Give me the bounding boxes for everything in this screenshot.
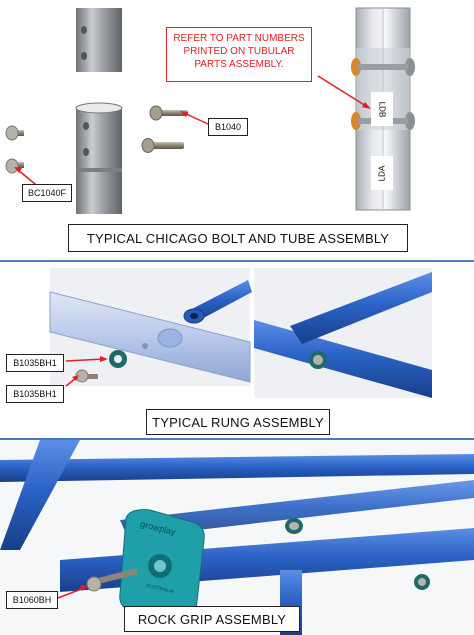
rock-grip — [119, 509, 205, 623]
label-b1040: B1040 — [208, 118, 248, 136]
part-number-note: REFER TO PART NUMBERS PRINTED ON TUBULAR… — [166, 27, 312, 82]
rung-illustration — [49, 268, 432, 398]
label-bc1040f: BC1040F — [22, 184, 72, 202]
short-bolt-top — [5, 125, 24, 141]
caption-rung-assembly: TYPICAL RUNG ASSEMBLY — [146, 409, 330, 435]
label-bolt-b1035bh1: B1035BH1 — [6, 385, 64, 403]
upper-tube — [76, 8, 122, 72]
caption-rock-grip: ROCK GRIP ASSEMBLY — [124, 606, 300, 632]
tube-label-ldb: LDB — [371, 92, 393, 126]
section-divider-2 — [0, 438, 474, 440]
section-divider-1 — [0, 260, 474, 262]
lower-tube — [75, 102, 123, 214]
tube-label-lda: LDA — [371, 156, 393, 190]
long-bolt-bottom — [141, 138, 184, 153]
caption-chicago-bolt: TYPICAL CHICAGO BOLT AND TUBE ASSEMBLY — [68, 224, 408, 252]
short-bolt-bottom — [5, 158, 24, 174]
label-washer-b1035bh1: B1035BH1 — [6, 354, 64, 372]
rock-grip-illustration — [0, 440, 474, 635]
label-b1060bh: B1060BH — [6, 591, 58, 609]
